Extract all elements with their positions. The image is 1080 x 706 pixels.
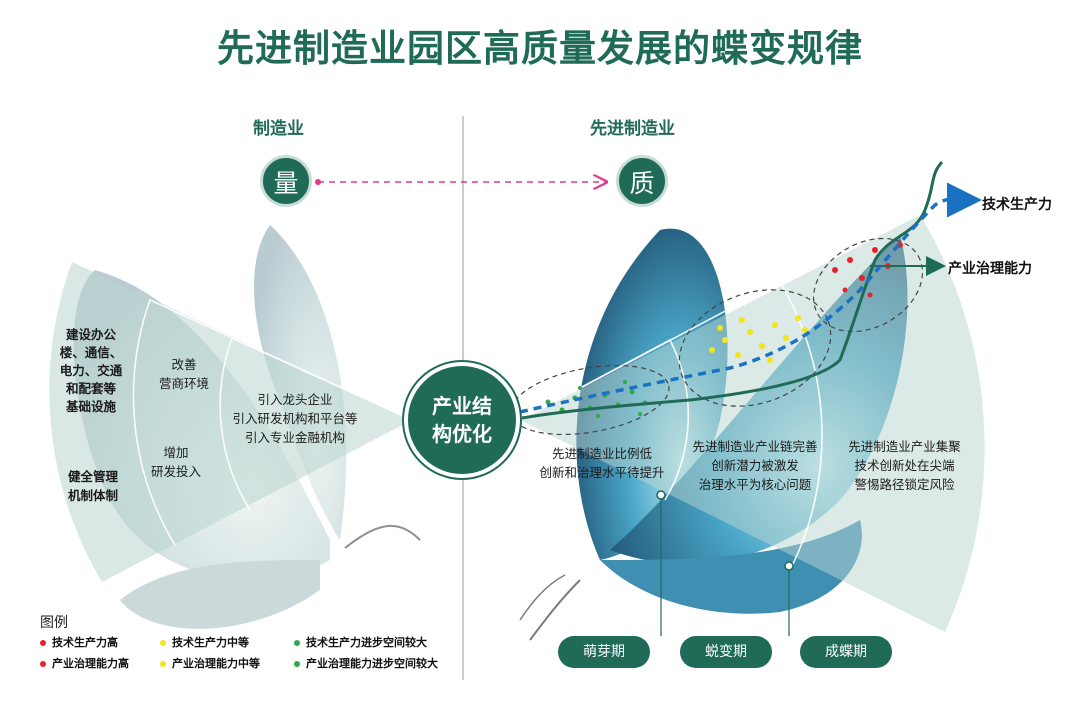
legend-item: 技术生产力高 [40, 634, 118, 650]
red-dots [832, 242, 903, 298]
tech-productivity-label: 技术生产力 [982, 197, 1052, 213]
red-dot-icon [40, 640, 46, 646]
infra-line: 基础设施 [65, 399, 116, 414]
rd-investment-text: 增加 研发投入 [140, 443, 212, 481]
introduce-text: 引入龙头企业 引入研发机构和平台等 引入专业金融机构 [215, 390, 375, 447]
rd-line: 研发投入 [150, 464, 201, 479]
governance-label: 产业治理能力 [948, 261, 1032, 277]
center-line-2: 构优化 [432, 422, 492, 446]
legend-title: 图例 [40, 615, 68, 631]
governance-curve [521, 160, 944, 420]
tech-productivity-curve [519, 182, 982, 414]
right-fan [519, 215, 985, 632]
green-dot-icon [294, 640, 300, 646]
introduce-line: 引入研发机构和平台等 [232, 411, 358, 426]
legend-item: 产业治理能力进步空间较大 [294, 655, 438, 671]
legend-text: 技术生产力中等 [172, 636, 249, 649]
green-dot-icon [294, 661, 300, 667]
business-env-text: 改善 营商环境 [148, 355, 220, 393]
quantity-badge: 量 [260, 155, 312, 207]
mgmt-line: 健全管理 [67, 469, 118, 484]
legend-item: 产业治理能力高 [40, 655, 129, 671]
infra-line: 楼、通信、 [59, 345, 123, 360]
legend-item: 技术生产力进步空间较大 [294, 634, 427, 650]
legend-text: 产业治理能力中等 [172, 657, 260, 670]
legend-item: 产业治理能力中等 [160, 655, 260, 671]
stage3-cluster [812, 237, 924, 333]
management-text: 健全管理 机制体制 [58, 467, 128, 505]
sprout-desc-line: 先进制造业比例低 [551, 446, 652, 461]
butterfly-desc-line: 先进制造业产业集聚 [848, 439, 961, 454]
phase-sprout: 萌芽期 [558, 636, 650, 668]
introduce-line: 引入专业金融机构 [244, 430, 345, 445]
legend-text: 产业治理能力高 [52, 657, 129, 670]
page-title: 先进制造业园区高质量发展的蝶变规律 [217, 27, 863, 70]
env-line: 营商环境 [158, 376, 209, 391]
center-line-1: 产业结 [432, 394, 492, 418]
legend-item: 技术生产力中等 [160, 634, 249, 650]
quality-badge: 质 [616, 155, 668, 207]
left-fan [49, 262, 413, 582]
legend-text: 技术生产力高 [52, 636, 118, 649]
legend-text: 技术生产力进步空间较大 [306, 636, 427, 649]
stage2-cluster [678, 289, 832, 407]
metamorph-desc-line: 创新潜力被激发 [711, 458, 799, 473]
right-heading: 先进制造业 [590, 119, 675, 139]
butterfly-desc-line: 技术创新处在尖端 [854, 458, 955, 473]
industrial-structure-optimization: 产业结 构优化 [404, 362, 520, 478]
legend-text: 产业治理能力进步空间较大 [306, 657, 438, 670]
yellow-dots [709, 315, 808, 363]
infra-line: 电力、交通 [59, 363, 123, 378]
phase-butterfly: 成蝶期 [800, 636, 892, 668]
left-heading: 制造业 [253, 119, 304, 139]
rd-line: 增加 [163, 445, 189, 460]
metamorph-desc-line: 治理水平为核心问题 [698, 477, 812, 492]
mgmt-line: 机制体制 [67, 488, 118, 503]
env-line: 改善 [171, 357, 197, 372]
metamorph-desc: 先进制造业产业链完善 创新潜力被激发 治理水平为核心问题 [680, 437, 830, 494]
infra-line: 和配套等 [65, 381, 116, 396]
sprout-desc: 先进制造业比例低 创新和治理水平待提升 [527, 444, 677, 482]
yellow-dot-icon [160, 661, 166, 667]
infrastructure-text: 建设办公 楼、通信、 电力、交通 和配套等 基础设施 [56, 326, 126, 416]
butterfly-desc-line: 警惕路径锁定风险 [854, 477, 955, 492]
metamorph-desc-line: 先进制造业产业链完善 [692, 439, 818, 454]
introduce-line: 引入龙头企业 [257, 392, 333, 407]
butterfly-desc: 先进制造业产业集聚 技术创新处在尖端 警惕路径锁定风险 [832, 437, 977, 494]
phase-metamorphosis: 蜕变期 [680, 636, 772, 668]
sprout-desc-line: 创新和治理水平待提升 [539, 465, 665, 480]
infra-line: 建设办公 [65, 327, 116, 342]
red-dot-icon [40, 661, 46, 667]
yellow-dot-icon [160, 640, 166, 646]
